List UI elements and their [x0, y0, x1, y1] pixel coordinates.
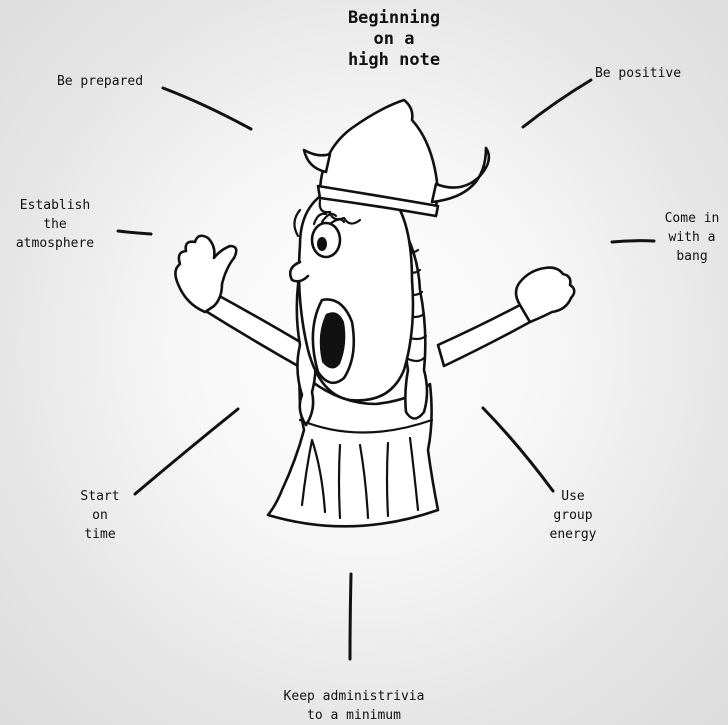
spoke-line-keep-administrivia-minimum — [350, 574, 351, 659]
spoke-line-be-positive — [523, 80, 591, 127]
spoke-line-come-in-with-bang — [612, 241, 654, 242]
viking-character-illustration — [175, 100, 574, 526]
pupil — [317, 237, 327, 251]
right-hand — [516, 268, 574, 322]
spoke-line-establish-atmosphere — [118, 231, 151, 234]
helmet-horn-right — [432, 148, 489, 202]
spoke-line-use-group-energy — [483, 408, 553, 491]
helmet-horn-left — [304, 150, 330, 172]
right-arm — [438, 305, 530, 366]
spoke-line-start-on-time — [135, 409, 238, 494]
spoke-line-be-prepared — [163, 88, 251, 129]
